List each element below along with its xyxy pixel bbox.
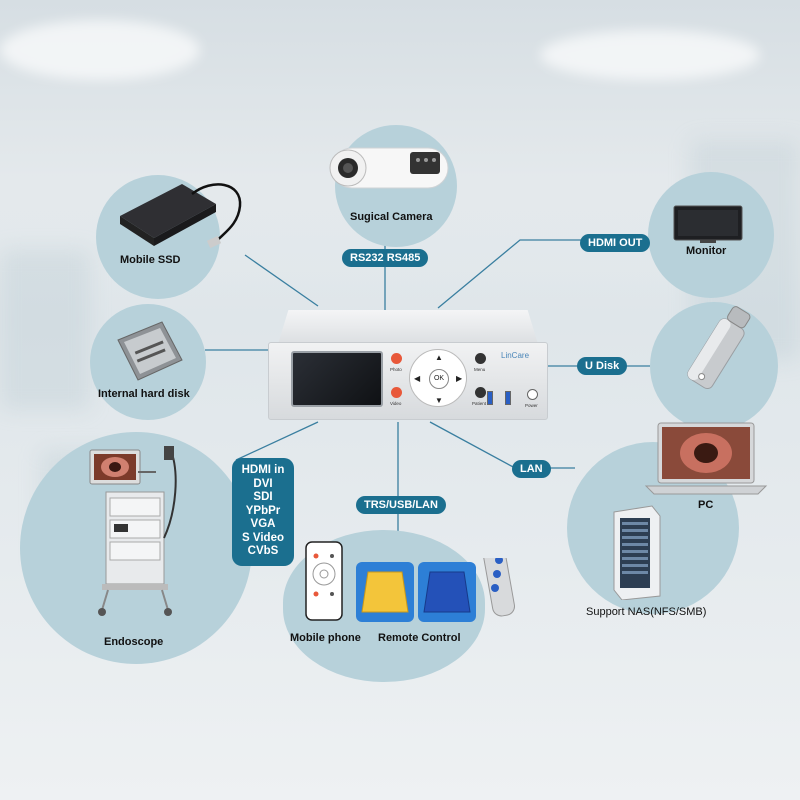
unit-front-panel: Photo Video ▲ ▼ ◀ ▶ OK Menu Patient LinC…	[268, 342, 548, 420]
rs232-tag: RS232 RS485	[342, 249, 429, 267]
mobile-ssd-image	[120, 183, 242, 249]
down-arrow-icon[interactable]: ▼	[435, 396, 443, 405]
menu-label: Menu	[474, 367, 486, 372]
nas-label: Support NAS(NFS/SMB)	[586, 606, 707, 618]
internal-hdd-image	[117, 321, 183, 381]
lan-tag: LAN	[512, 460, 551, 478]
input-ypbpr: YPbPr	[245, 504, 281, 517]
hdmi-out-tag: HDMI OUT	[580, 234, 651, 252]
input-vga: VGA	[250, 518, 276, 530]
line-endoscope	[235, 421, 319, 461]
background-shape	[0, 250, 90, 410]
left-arrow-icon[interactable]: ◀	[414, 374, 421, 383]
background-lamp	[0, 20, 200, 80]
usb-port[interactable]	[487, 391, 493, 405]
internal-hdd-label: Internal hard disk	[98, 388, 190, 400]
video-label: Video	[390, 401, 402, 406]
unit-top-panel	[278, 310, 538, 344]
line-mobile-ssd	[244, 254, 319, 307]
usb-port[interactable]	[505, 391, 511, 405]
input-hdmi-in: HDMI in	[241, 464, 285, 476]
u-disk-image	[687, 306, 751, 390]
mobile-phone-label: Mobile phone	[290, 632, 361, 644]
pc-laptop-image	[644, 422, 768, 495]
input-dvi: DVI	[253, 477, 273, 490]
line-pc	[429, 421, 575, 469]
power-button[interactable]	[527, 389, 538, 400]
unit-screen	[291, 351, 383, 407]
input-sdi: SDI	[253, 491, 273, 503]
nas-server-image	[613, 505, 661, 600]
monitor-image	[673, 205, 743, 243]
dpad[interactable]: ▲ ▼ ◀ ▶ OK	[409, 349, 467, 407]
patient-label: Patient	[472, 401, 487, 406]
input-cvbs: CVbS	[247, 545, 279, 557]
pc-label: PC	[698, 499, 714, 511]
video-inputs-tag: HDMI in DVI SDI YPbPr VGA S Video CVbS	[232, 458, 294, 566]
endoscope-image	[89, 446, 177, 616]
ok-button[interactable]: OK	[429, 369, 449, 389]
photo-label: Photo	[390, 367, 402, 372]
remote-control-image	[356, 558, 515, 622]
trs-usb-lan-tag: TRS/USB/LAN	[356, 496, 446, 514]
input-s-video: S Video	[242, 531, 284, 544]
medical-recorder-unit: Photo Video ▲ ▼ ◀ ▶ OK Menu Patient LinC…	[268, 310, 548, 420]
endoscope-label: Endoscope	[104, 636, 164, 648]
mobile-ssd-label: Mobile SSD	[120, 254, 181, 266]
video-button[interactable]	[391, 387, 402, 398]
photo-button[interactable]	[391, 353, 402, 364]
power-label: Power	[525, 403, 538, 408]
surgical-camera-image	[329, 147, 449, 189]
remote-control-label: Remote Control	[378, 632, 461, 644]
patient-button[interactable]	[475, 387, 486, 398]
monitor-label: Monitor	[686, 245, 727, 257]
up-arrow-icon[interactable]: ▲	[435, 353, 443, 362]
background-lamp	[540, 30, 760, 80]
menu-button[interactable]	[475, 353, 486, 364]
mobile-phone-image	[305, 541, 343, 621]
camera-label: Sugical Camera	[350, 211, 433, 223]
brand-logo: LinCare	[501, 351, 530, 360]
u-disk-tag: U Disk	[577, 357, 628, 375]
right-arrow-icon[interactable]: ▶	[456, 374, 463, 383]
